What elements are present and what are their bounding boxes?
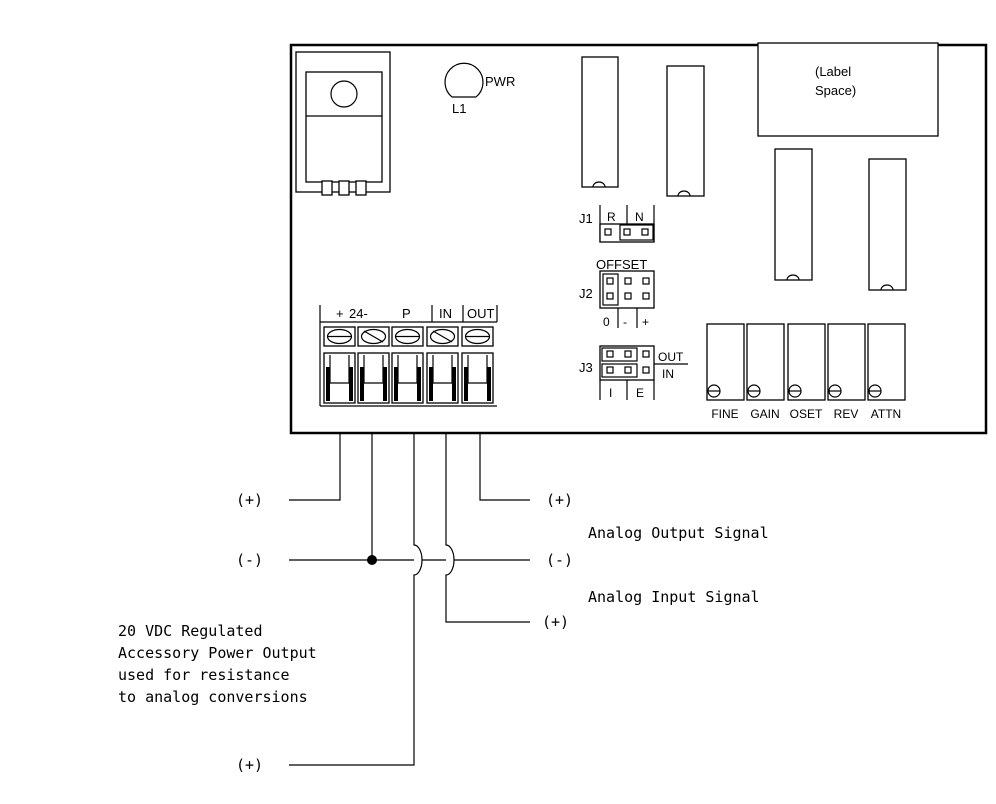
ic-chip [666, 65, 705, 197]
analog-output-label: Analog Output Signal [588, 524, 769, 542]
terminal-label-in: IN [439, 306, 452, 321]
junction-dot-icon [367, 555, 377, 565]
ic-chip [868, 158, 907, 291]
potentiometers: FINE GAIN OSET REV ATTN [706, 323, 906, 421]
terminal-clamp [357, 352, 390, 404]
label-space: (Label Space) [757, 42, 939, 137]
terminal-clamp [391, 352, 424, 404]
terminal-screw[interactable] [461, 326, 494, 347]
terminal-screw[interactable] [357, 326, 390, 347]
potentiometer-label: OSET [790, 407, 823, 421]
terminal-screw[interactable] [391, 326, 424, 347]
wire-power-output [289, 433, 423, 766]
j2-option-minus: - [623, 315, 627, 329]
potentiometer-label: FINE [711, 407, 738, 421]
potentiometer-fine[interactable]: FINE [706, 323, 745, 421]
j2-option-0: 0 [603, 315, 610, 329]
ic-chips [581, 56, 907, 291]
power-note-line: 20 VDC Regulated [118, 622, 263, 640]
wires [289, 433, 530, 766]
jumper-shunt [601, 347, 638, 362]
terminal-clamp [461, 352, 494, 404]
wire-analog-input [445, 433, 530, 623]
j3-option-e: E [636, 386, 644, 400]
analog-input-label: Analog Input Signal [588, 588, 760, 606]
terminal-label-out: OUT [467, 306, 495, 321]
jumper-shunt [601, 363, 638, 378]
terminal-label-p: P [402, 306, 411, 321]
ic-chip [581, 56, 619, 188]
potentiometer-label: GAIN [750, 407, 779, 421]
jumper-j1[interactable]: J1 R N [579, 205, 655, 243]
voltage-regulator [295, 51, 391, 196]
terminal-screw[interactable] [426, 326, 459, 347]
left-plus-top-label: (+) [236, 491, 263, 509]
terminal-clamp [323, 352, 356, 404]
jumper-j2[interactable]: OFFSET J2 0 - + [579, 257, 655, 329]
jumper-shunt [602, 273, 619, 306]
label-space-line2: Space) [815, 83, 856, 98]
potentiometer-label: ATTN [871, 407, 901, 421]
j2-ref: J2 [579, 286, 593, 301]
terminal-block: + 24- P IN OUT [319, 305, 498, 407]
power-led: PWR L1 [444, 62, 515, 116]
led-ref: L1 [452, 101, 466, 116]
j3-option-i: I [609, 386, 612, 400]
j2-title: OFFSET [596, 257, 647, 272]
terminal-screw[interactable] [323, 326, 356, 347]
led-label: PWR [485, 74, 515, 89]
mounting-hole-icon [330, 80, 358, 108]
terminal-label-24: 24- [349, 306, 368, 321]
potentiometer-oset[interactable]: OSET [787, 323, 826, 421]
wire-analog-output [479, 433, 530, 501]
j2-option-plus: + [642, 315, 649, 329]
terminal-label-plus: + [336, 306, 344, 321]
left-plus-bottom-label: (+) [236, 756, 263, 774]
potentiometer-attn[interactable]: ATTN [867, 323, 906, 421]
label-space-line1: (Label [815, 64, 851, 79]
board-outline [289, 43, 988, 435]
j1-ref: J1 [579, 211, 593, 226]
power-note-line: to analog conversions [118, 688, 308, 706]
right-plus-bottom-label: (+) [542, 613, 569, 631]
potentiometer-gain[interactable]: GAIN [746, 323, 785, 421]
power-note-line: Accessory Power Output [118, 644, 317, 662]
j3-side-out: OUT [658, 350, 684, 364]
potentiometer-rev[interactable]: REV [827, 323, 866, 421]
ic-chip [774, 148, 813, 281]
potentiometer-label: REV [834, 407, 859, 421]
left-minus-label: (-) [236, 551, 263, 569]
j1-option-n: N [635, 210, 644, 224]
jumper-j3[interactable]: J3 I E OUT IN [579, 345, 688, 400]
right-plus-top-label: (+) [546, 491, 573, 509]
terminal-clamp [426, 352, 459, 404]
j1-option-r: R [607, 210, 616, 224]
wire-24-plus [289, 433, 341, 501]
power-note: 20 VDC Regulated Accessory Power Output … [118, 622, 317, 706]
jumper-shunt [619, 224, 654, 241]
j3-ref: J3 [579, 360, 593, 375]
right-minus-label: (-) [546, 551, 573, 569]
j3-side-in: IN [662, 367, 674, 381]
power-note-line: used for resistance [118, 666, 290, 684]
